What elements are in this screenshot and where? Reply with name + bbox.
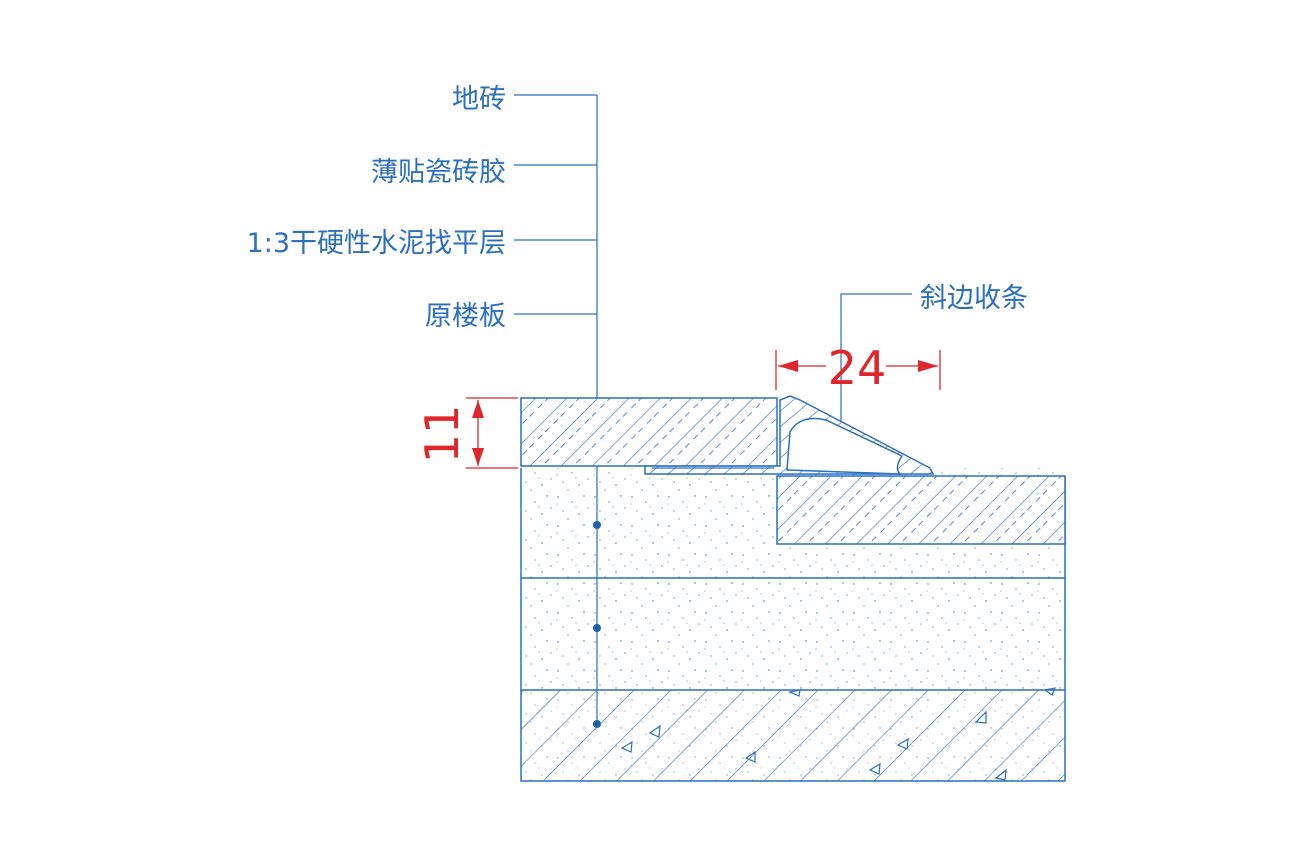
dimension-label-11: 11 — [415, 405, 469, 464]
label-bevel-strip: 斜边收条 — [920, 283, 1028, 314]
layer-floor-slab — [520, 687, 1066, 782]
dimension-label-24: 24 — [828, 341, 887, 395]
bevel-strip-profile — [644, 395, 935, 475]
dimension-tile-thickness: 11 — [415, 397, 518, 469]
label-floor-slab: 原楼板 — [425, 301, 506, 332]
label-screed: 1:3干硬性水泥找平层 — [247, 228, 506, 259]
dimension-strip-width: 24 — [775, 341, 941, 395]
layer-adjacent-tile — [776, 475, 1066, 545]
label-tile-adhesive: 薄贴瓷砖胶 — [371, 157, 506, 188]
label-group: 地砖 薄贴瓷砖胶 1:3干硬性水泥找平层 原楼板 斜边收条 — [247, 84, 1028, 332]
label-floor-tile: 地砖 — [452, 84, 506, 115]
layer-floor-tile — [520, 397, 778, 467]
